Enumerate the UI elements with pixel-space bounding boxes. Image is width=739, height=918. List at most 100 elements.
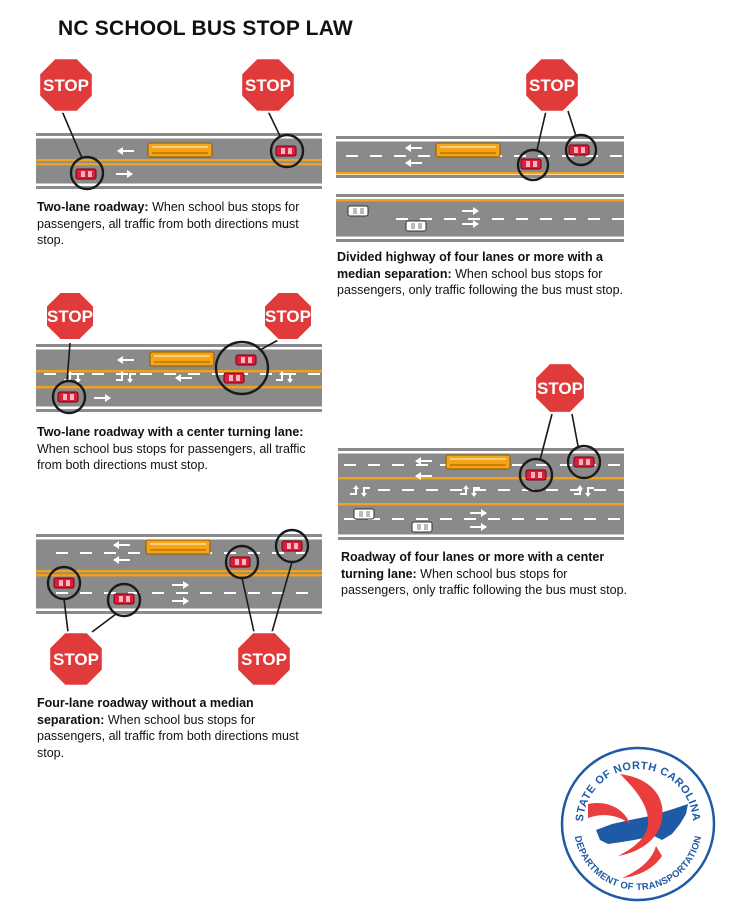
callout-line xyxy=(536,110,547,151)
caption-center-turn-text: When school bus stops for passengers, al… xyxy=(37,441,306,473)
diagram-two-lane: STOP STOP xyxy=(36,57,322,191)
arrow-icon xyxy=(405,159,422,167)
passing-car-icon xyxy=(347,205,369,217)
school-bus-icon xyxy=(445,454,511,470)
turn-arrow-icon xyxy=(276,371,296,383)
turn-arrow-icon xyxy=(116,371,136,383)
callout-line xyxy=(267,110,281,137)
arrow-icon xyxy=(470,509,487,517)
yellow-center-line xyxy=(338,477,624,480)
page-title: NC SCHOOL BUS STOP LAW xyxy=(58,17,353,40)
callout-line xyxy=(63,598,69,633)
callout-line xyxy=(61,110,83,159)
panel-center-turn: STOP STOP Two-lane roadway with a center … xyxy=(36,288,336,488)
callout-circle-icon xyxy=(518,457,554,493)
stop-sign-icon: STOP xyxy=(524,57,580,113)
caption-divided-bold: Divided highway of four lanes or more wi… xyxy=(337,250,604,281)
caption-two-lane-text: When school bus stops for passengers, al… xyxy=(37,200,300,247)
callout-line xyxy=(66,342,71,383)
panel-two-lane: STOP STOP Two-lane roadway: When school b… xyxy=(36,56,326,256)
seal-swoosh-icon xyxy=(588,774,663,878)
arrow-icon xyxy=(116,170,133,178)
lane-dashes xyxy=(396,218,624,220)
passing-car-icon xyxy=(353,508,375,520)
caption-two-lane: Two-lane roadway: When school bus stops … xyxy=(37,199,317,249)
stopping-car-icon xyxy=(235,354,257,366)
arrow-icon xyxy=(94,394,111,402)
callout-circle-icon xyxy=(214,340,270,396)
lane-dashes xyxy=(378,489,630,491)
diagram-four-no-median: STOP STOP xyxy=(36,528,322,687)
callout-circle-icon xyxy=(106,582,142,618)
turn-arrow-icon xyxy=(574,485,594,497)
stop-sign-label: STOP xyxy=(241,650,287,669)
callout-circle-icon xyxy=(269,133,305,169)
caption-four-center-text: When school bus stops for passengers, on… xyxy=(341,566,628,598)
stopping-car-icon xyxy=(53,577,75,589)
caption-divided: Divided highway of four lanes or more wi… xyxy=(337,249,627,299)
diagram-divided: STOP xyxy=(336,57,624,242)
stop-sign-label: STOP xyxy=(537,379,583,398)
stop-sign-label: STOP xyxy=(43,76,89,95)
arrow-icon xyxy=(415,457,432,465)
caption-two-lane-bold: Two-lane roadway: xyxy=(37,200,149,214)
yellow-center-line xyxy=(36,386,322,389)
caption-four-center: Roadway of four lanes or more with a cen… xyxy=(341,549,633,599)
arrow-icon xyxy=(117,147,134,155)
stop-sign-icon: STOP xyxy=(240,57,296,113)
stopping-car-icon xyxy=(568,144,590,156)
caption-center-turn: Two-lane roadway with a center turning l… xyxy=(37,424,322,474)
callout-line xyxy=(571,413,579,447)
caption-center-turn-bold: Two-lane roadway with a center turning l… xyxy=(37,425,304,439)
caption-divided-text: When school bus stops for passengers, on… xyxy=(337,266,624,298)
arrow-icon xyxy=(175,374,192,382)
seal-state-map-icon xyxy=(596,804,688,844)
yellow-center-line xyxy=(336,199,624,202)
arrow-icon xyxy=(172,581,189,589)
arrow-icon xyxy=(415,472,432,480)
callout-circle-icon xyxy=(564,133,598,167)
stop-sign-label: STOP xyxy=(529,76,575,95)
yellow-center-line xyxy=(338,503,624,506)
diagram-four-center: STOP xyxy=(338,362,630,540)
stop-sign-label: STOP xyxy=(245,76,291,95)
arrow-icon xyxy=(470,523,487,531)
stopping-car-icon xyxy=(525,469,547,481)
arrow-icon xyxy=(462,207,479,215)
ncdot-seal-logo: STATE OF NORTH CAROLINA DEPARTMENT OF TR… xyxy=(560,746,716,902)
caption-four-no-median-text: When school bus stops for passengers, al… xyxy=(37,712,299,760)
stop-sign-label: STOP xyxy=(265,307,311,326)
stopping-car-icon xyxy=(520,158,542,170)
callout-circle-icon xyxy=(51,379,87,415)
stop-sign-icon: STOP xyxy=(534,362,586,414)
stop-sign-icon: STOP xyxy=(48,631,104,687)
school-bus-icon xyxy=(145,539,211,555)
diagram-center-turn: STOP STOP xyxy=(36,291,322,415)
yellow-center-line xyxy=(36,570,322,573)
stop-sign-label: STOP xyxy=(53,650,99,669)
arrow-icon xyxy=(405,144,422,152)
stopping-car-icon xyxy=(573,456,595,468)
caption-four-center-bold: Roadway of four lanes or more with a cen… xyxy=(341,550,605,581)
stop-sign-icon: STOP xyxy=(236,631,292,687)
arrow-icon xyxy=(113,541,130,549)
stop-sign-label: STOP xyxy=(47,307,93,326)
stop-sign-icon: STOP xyxy=(38,57,94,113)
lane-dashes xyxy=(344,518,620,520)
callout-circle-icon xyxy=(566,444,602,480)
arrow-icon xyxy=(172,597,189,605)
callout-line xyxy=(271,561,293,633)
stopping-car-icon xyxy=(113,593,135,605)
callout-circle-icon xyxy=(516,148,550,182)
stop-sign-icon: STOP xyxy=(45,291,95,341)
school-bus-icon xyxy=(149,351,215,367)
school-bus-icon xyxy=(435,142,501,158)
stop-sign-icon: STOP xyxy=(263,291,313,341)
yellow-center-line xyxy=(36,370,322,373)
yellow-center-line xyxy=(36,159,322,162)
panel-divided: STOP Divided highway of four lanes or mo… xyxy=(336,56,636,326)
panel-four-center: STOP Roadway of four lanes or more with … xyxy=(338,360,638,620)
yellow-center-line xyxy=(336,172,624,175)
stopping-car-icon xyxy=(275,145,297,157)
